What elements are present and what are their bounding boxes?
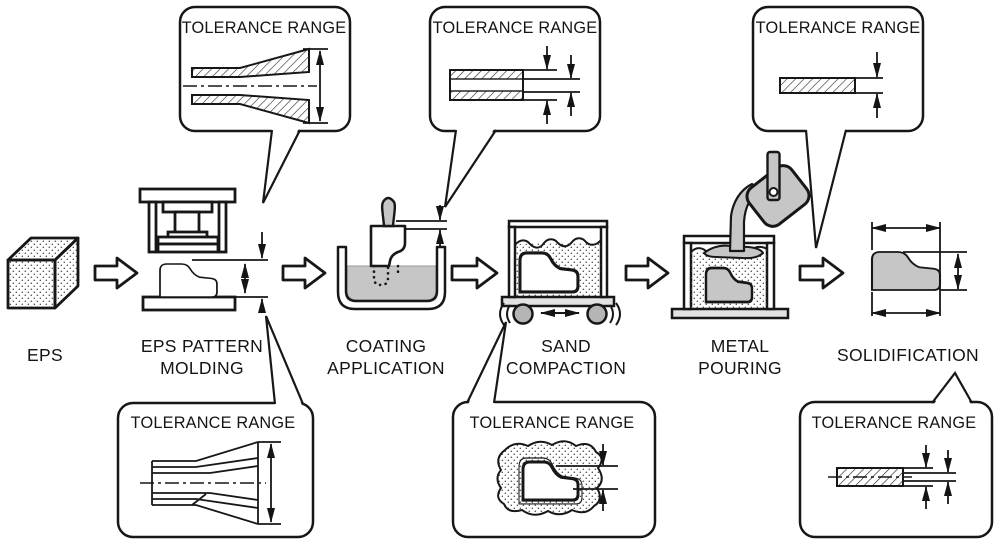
- flow-arrow-3: [450, 256, 499, 290]
- callout-top-left: TOLERANCE RANGE: [178, 5, 352, 204]
- callout-top-middle: TOLERANCE RANGE: [428, 5, 602, 208]
- pouring-flask: [670, 234, 790, 320]
- cast-part: [870, 250, 942, 292]
- step-label-molding-2: MOLDING: [160, 358, 244, 378]
- step-label-compaction-2: COMPACTION: [506, 358, 626, 378]
- step-label-coating-1: COATING: [346, 336, 427, 356]
- coating-tank: [336, 245, 447, 311]
- pouring-ladle: [728, 150, 811, 253]
- vibration-wheels: [499, 302, 621, 326]
- molding-press: [138, 187, 237, 254]
- solidification-dimension-lines: [871, 222, 967, 317]
- callout-bottom-middle: TOLERANCE RANGE: [451, 321, 657, 539]
- callout-title-bottom-left: TOLERANCE RANGE: [131, 414, 296, 432]
- step-label-solidification: SOLIDIFICATION: [837, 345, 979, 365]
- molded-pattern: [141, 263, 237, 312]
- flow-arrow-1: [93, 256, 139, 290]
- callout-top-right: TOLERANCE RANGE: [751, 5, 925, 249]
- dipped-pattern: [369, 196, 407, 287]
- compaction-flask: [500, 219, 616, 308]
- callout-title-top-middle: TOLERANCE RANGE: [433, 19, 598, 37]
- callout-title-top-right: TOLERANCE RANGE: [756, 19, 921, 37]
- step-label-coating-2: APPLICATION: [327, 358, 445, 378]
- callout-bottom-left: TOLERANCE RANGE: [116, 315, 315, 539]
- step-label-eps: EPS: [27, 345, 63, 365]
- flow-arrow-4: [624, 256, 670, 290]
- step-label-pouring-1: METAL: [711, 336, 770, 356]
- callout-title-bottom-right: TOLERANCE RANGE: [812, 414, 977, 432]
- eps-foam-block: [6, 236, 80, 310]
- flow-arrow-5: [798, 256, 845, 290]
- callout-title-bottom-middle: TOLERANCE RANGE: [470, 414, 635, 432]
- step-label-molding-1: EPS PATTERN: [141, 336, 263, 356]
- flow-arrow-2: [281, 256, 327, 290]
- callout-title-top-left: TOLERANCE RANGE: [182, 19, 347, 37]
- coating-dimension-lines: [396, 205, 447, 246]
- callout-bottom-right: TOLERANCE RANGE: [798, 371, 994, 539]
- pattern-handle: [380, 196, 397, 228]
- step-label-pouring-2: POURING: [698, 358, 782, 378]
- molding-dimension-lines: [192, 232, 268, 313]
- step-label-compaction-1: SAND: [541, 336, 591, 356]
